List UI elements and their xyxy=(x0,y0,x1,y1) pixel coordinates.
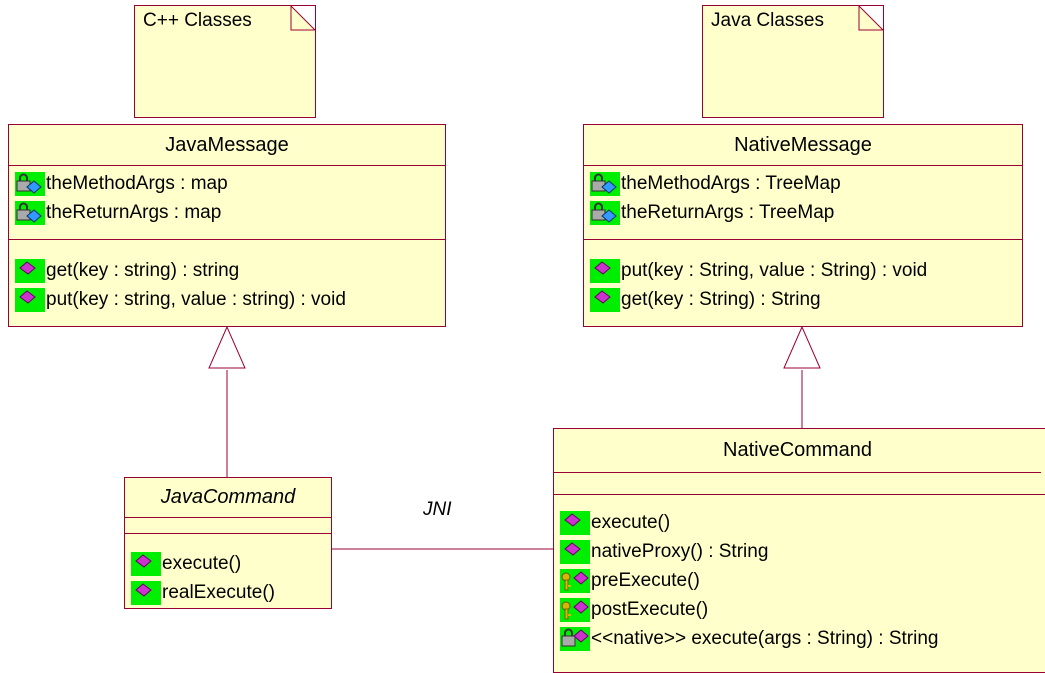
attributes-compartment xyxy=(554,473,1045,495)
class-java-command[interactable]: JavaCommand execute() realExecute() xyxy=(124,477,332,609)
public-operation-icon xyxy=(560,510,590,535)
class-name: NativeMessage xyxy=(584,125,1022,166)
class-name: JavaMessage xyxy=(9,125,445,166)
operation-text: preExecute() xyxy=(591,569,700,591)
operation-row[interactable]: execute() xyxy=(554,508,1045,537)
operation-text: <<native>> execute(args : String) : Stri… xyxy=(591,627,939,649)
class-native-command[interactable]: NativeCommand execute() nativeProxy() : … xyxy=(553,428,1045,673)
class-name: NativeCommand xyxy=(554,429,1041,473)
generalization-arrow-java xyxy=(208,325,246,369)
operations-compartment: put(key : String, value : String) : void… xyxy=(584,240,1022,314)
note-fold-icon xyxy=(858,5,884,31)
generalization-arrow-native xyxy=(783,325,821,369)
attribute-text: theMethodArgs : map xyxy=(46,172,228,194)
operations-compartment: get(key : string) : string put(key : str… xyxy=(9,240,445,314)
operation-text: get(key : string) : string xyxy=(46,259,240,281)
operation-row[interactable]: nativeProxy() : String xyxy=(554,537,1045,566)
lock-operation-icon xyxy=(560,626,590,651)
operation-row[interactable]: postExecute() xyxy=(554,595,1045,624)
operation-text: put(key : String, value : String) : void xyxy=(621,259,928,281)
public-operation-icon xyxy=(131,580,161,605)
note-fold-icon xyxy=(290,5,316,31)
operation-text: execute() xyxy=(591,511,671,533)
operations-compartment: execute() nativeProxy() : String preExec… xyxy=(554,495,1045,653)
public-operation-icon xyxy=(590,287,620,312)
note-cpp-text: C++ Classes xyxy=(143,10,252,31)
public-operation-icon xyxy=(560,539,590,564)
operation-text: get(key : String) : String xyxy=(621,288,821,310)
attribute-text: theReturnArgs : map xyxy=(46,201,222,223)
attribute-row[interactable]: theReturnArgs : map xyxy=(9,198,445,227)
class-native-message[interactable]: NativeMessage theMethodArgs : TreeMap th… xyxy=(583,124,1023,327)
operation-row[interactable]: realExecute() xyxy=(125,578,331,607)
class-java-message[interactable]: JavaMessage theMethodArgs : map theRetur… xyxy=(8,124,446,327)
lock-attribute-icon xyxy=(590,171,620,196)
attribute-row[interactable]: theMethodArgs : map xyxy=(9,169,445,198)
operation-row[interactable]: execute() xyxy=(125,549,331,578)
lock-attribute-icon xyxy=(590,200,620,225)
note-cpp-classes: C++ Classes xyxy=(134,5,316,118)
attribute-row[interactable]: theReturnArgs : TreeMap xyxy=(584,198,1022,227)
lock-attribute-icon xyxy=(15,171,45,196)
key-operation-icon xyxy=(560,568,590,593)
key-operation-icon xyxy=(560,597,590,622)
association-label-jni: JNI xyxy=(423,499,452,520)
operation-row[interactable]: put(key : string, value : string) : void xyxy=(9,285,445,314)
note-java-classes: Java Classes xyxy=(702,5,884,118)
attribute-text: theMethodArgs : TreeMap xyxy=(621,172,841,194)
lock-attribute-icon xyxy=(15,200,45,225)
operation-row[interactable]: get(key : string) : string xyxy=(9,256,445,285)
operation-text: execute() xyxy=(162,552,242,574)
operation-text: realExecute() xyxy=(162,581,275,603)
attribute-text: theReturnArgs : TreeMap xyxy=(621,201,835,223)
operation-row[interactable]: get(key : String) : String xyxy=(584,285,1022,314)
note-java-text: Java Classes xyxy=(711,10,824,31)
attributes-compartment: theMethodArgs : map theReturnArgs : map xyxy=(9,166,445,240)
attributes-compartment: theMethodArgs : TreeMap theReturnArgs : … xyxy=(584,166,1022,240)
attribute-row[interactable]: theMethodArgs : TreeMap xyxy=(584,169,1022,198)
operations-compartment: execute() realExecute() xyxy=(125,534,331,607)
operation-text: nativeProxy() : String xyxy=(591,540,769,562)
class-name: JavaCommand xyxy=(125,478,331,518)
public-operation-icon xyxy=(131,551,161,576)
attributes-compartment xyxy=(125,518,331,534)
operation-text: put(key : string, value : string) : void xyxy=(46,288,346,310)
operation-row[interactable]: <<native>> execute(args : String) : Stri… xyxy=(554,624,1045,653)
public-operation-icon xyxy=(15,258,45,283)
public-operation-icon xyxy=(590,258,620,283)
public-operation-icon xyxy=(15,287,45,312)
operation-row[interactable]: preExecute() xyxy=(554,566,1045,595)
operation-text: postExecute() xyxy=(591,598,709,620)
operation-row[interactable]: put(key : String, value : String) : void xyxy=(584,256,1022,285)
